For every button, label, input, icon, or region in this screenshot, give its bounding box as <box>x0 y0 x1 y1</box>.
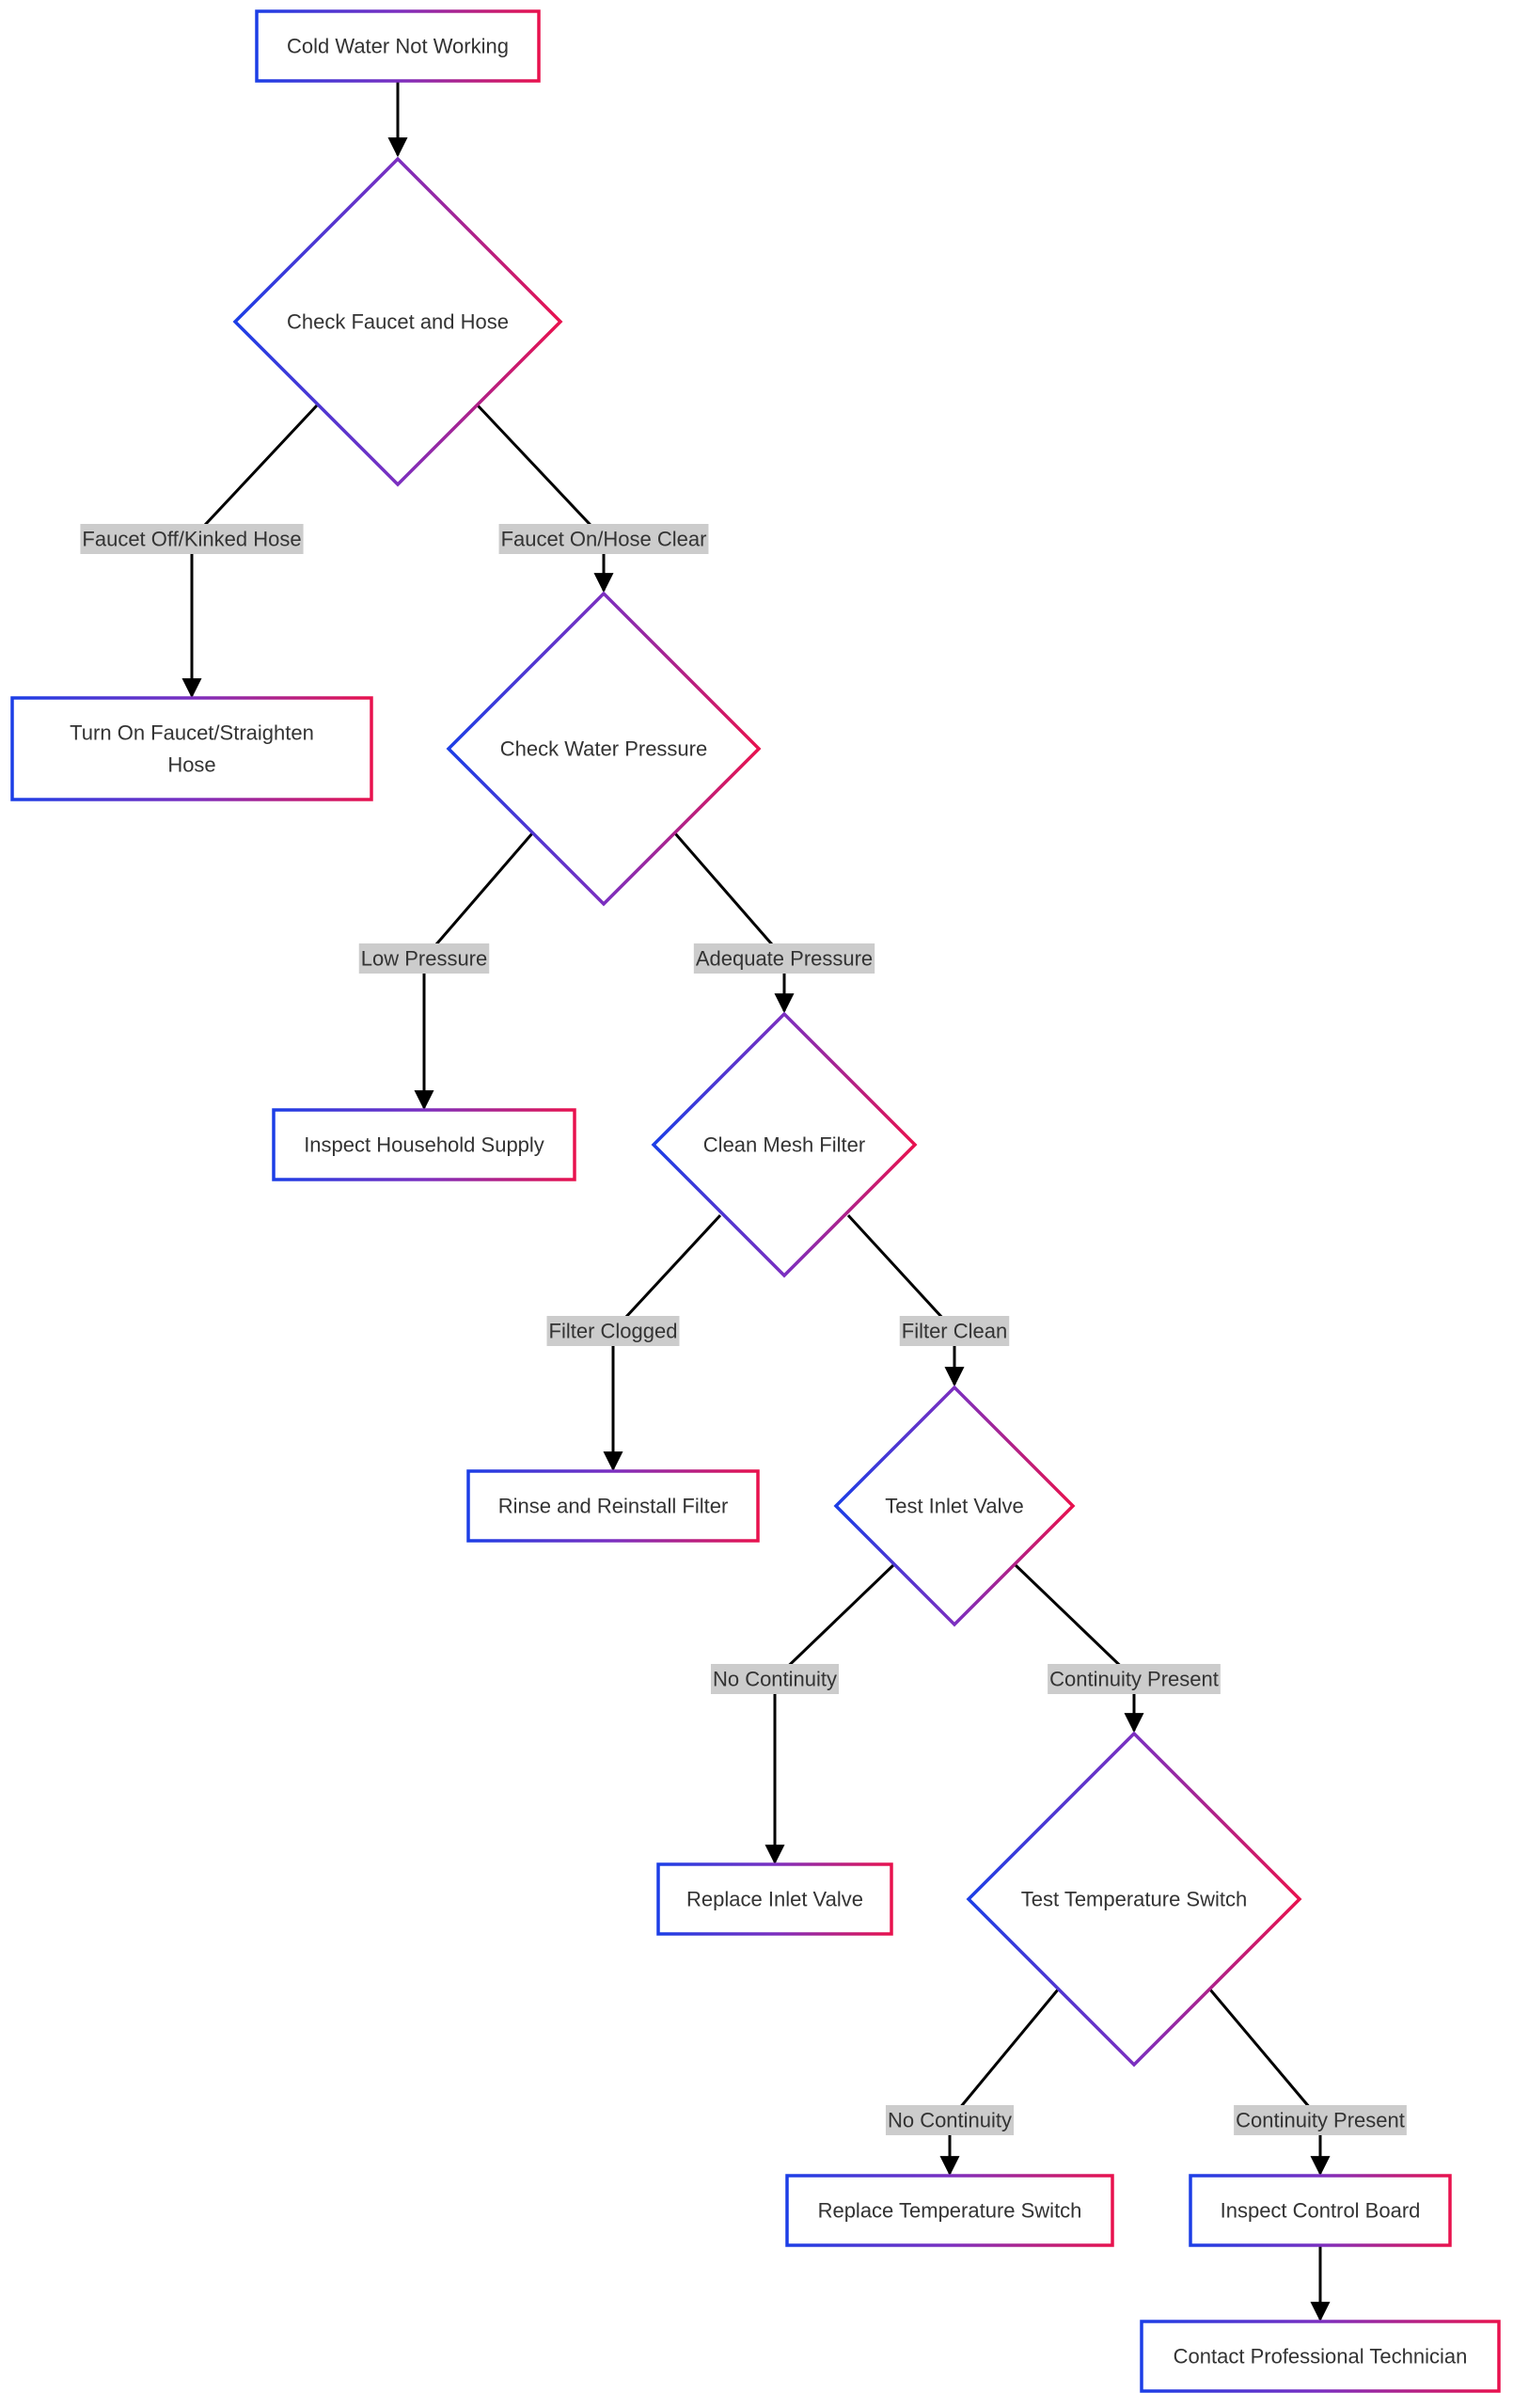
edge-label-text: Filter Clogged <box>549 1320 678 1343</box>
edge-test_switch-to-inspect_board <box>1207 1988 1331 2177</box>
decision-diamond <box>651 1011 918 1278</box>
edge-label-background <box>546 1316 680 1346</box>
node-replace-valve: Replace Inlet Valve <box>656 1862 893 1936</box>
node-start: Cold Water Not Working <box>255 9 541 83</box>
edge-check_pressure-to-clean_filter <box>673 832 795 1014</box>
node-label: Contact Professional Technician <box>1174 2345 1468 2368</box>
node-inspect-board: Inspect Control Board <box>1189 2174 1452 2247</box>
edge-label: No Continuity <box>710 1664 840 1694</box>
node-label: Replace Inlet Valve <box>686 1888 863 1911</box>
node-label: Check Faucet and Hose <box>287 310 509 334</box>
decision-diamond <box>833 1385 1076 1627</box>
node-contact-tech: Contact Professional Technician <box>1140 2320 1501 2393</box>
node-label: Hose <box>167 753 215 777</box>
node-label: Check Water Pressure <box>500 737 707 761</box>
node-label: Turn On Faucet/Straighten <box>70 721 314 745</box>
node-label: Test Temperature Switch <box>1021 1888 1247 1911</box>
edge-label-text: Filter Clean <box>902 1320 1007 1343</box>
edge-label: Faucet On/Hose Clear <box>498 524 709 554</box>
process-box <box>272 1108 576 1181</box>
process-box <box>785 2174 1114 2247</box>
process-box <box>255 9 541 83</box>
node-test-valve: Test Inlet Valve <box>833 1385 1076 1627</box>
node-label: Rinse and Reinstall Filter <box>498 1495 729 1518</box>
node-label: Test Inlet Valve <box>885 1495 1024 1518</box>
edge-check_faucet-to-check_pressure <box>476 404 614 594</box>
process-box <box>10 696 373 801</box>
node-label: Cold Water Not Working <box>287 35 509 58</box>
edge-label: Continuity Present <box>1234 2105 1407 2135</box>
edge-label-text: Continuity Present <box>1049 1668 1219 1691</box>
process-box <box>1189 2174 1452 2247</box>
edge-label-background <box>710 1664 840 1694</box>
edge-label-text: Continuity Present <box>1236 2109 1405 2132</box>
edge-label-text: Faucet Off/Kinked Hose <box>82 528 301 551</box>
edge-label: No Continuity <box>885 2105 1015 2135</box>
decision-diamond <box>232 156 563 487</box>
edge-label-text: No Continuity <box>888 2109 1012 2132</box>
edge-label-background <box>885 2105 1015 2135</box>
edge-label: Filter Clogged <box>546 1316 680 1346</box>
process-box <box>1140 2320 1501 2393</box>
edge-label-background <box>498 524 709 554</box>
node-replace-switch: Replace Temperature Switch <box>785 2174 1114 2247</box>
node-check-pressure: Check Water Pressure <box>446 591 762 907</box>
edge-label: Adequate Pressure <box>693 943 875 974</box>
edge-label-text: No Continuity <box>713 1668 837 1691</box>
node-check-faucet: Check Faucet and Hose <box>232 156 563 487</box>
node-label: Inspect Control Board <box>1221 2199 1421 2223</box>
decision-diamond <box>446 591 762 907</box>
node-rinse-filter: Rinse and Reinstall Filter <box>466 1469 760 1543</box>
edge-label: Low Pressure <box>358 943 490 974</box>
node-clean-filter: Clean Mesh Filter <box>651 1011 918 1278</box>
process-box <box>466 1469 760 1543</box>
edge-label: Faucet Off/Kinked Hose <box>80 524 304 554</box>
edge-label-background <box>358 943 490 974</box>
decision-diamond <box>966 1731 1302 2067</box>
edge-label-background <box>1048 1664 1221 1694</box>
edge-test_valve-to-test_switch <box>1014 1563 1144 1734</box>
edge-label: Filter Clean <box>899 1316 1010 1346</box>
edge-label-background <box>693 943 875 974</box>
edge-label: Continuity Present <box>1048 1664 1221 1694</box>
edge-label-text: Low Pressure <box>361 947 488 971</box>
edge-labels-layer: Faucet Off/Kinked Hose Faucet On/Hose Cle… <box>80 524 1407 2135</box>
node-test-switch: Test Temperature Switch <box>966 1731 1302 2067</box>
node-label: Clean Mesh Filter <box>703 1133 865 1157</box>
node-label: Inspect Household Supply <box>304 1133 544 1157</box>
edge-label-background <box>899 1316 1010 1346</box>
edge-label-text: Adequate Pressure <box>696 947 873 971</box>
edge-label-background <box>80 524 304 554</box>
node-inspect-supply: Inspect Household Supply <box>272 1108 576 1181</box>
edge-test_valve-to-replace_valve <box>764 1563 895 1865</box>
edge-clean_filter-to-test_valve <box>846 1213 965 1387</box>
edge-label-text: Faucet On/Hose Clear <box>501 528 707 551</box>
node-label: Replace Temperature Switch <box>818 2199 1082 2223</box>
edge-label-background <box>1234 2105 1407 2135</box>
process-box <box>656 1862 893 1936</box>
edge-test_switch-to-replace_switch <box>939 1988 1061 2177</box>
